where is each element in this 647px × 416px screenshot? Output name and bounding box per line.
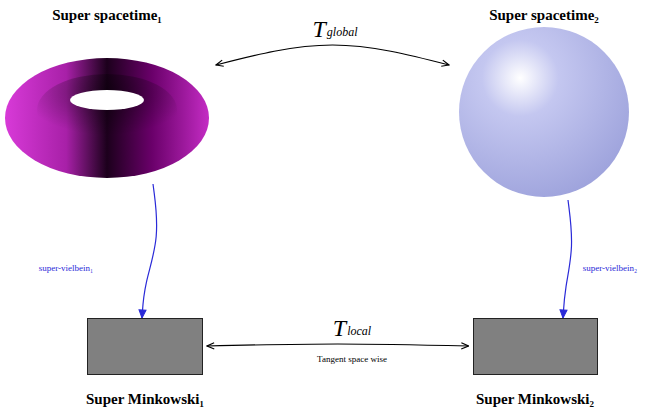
note-text: Tangent space wise — [317, 354, 387, 365]
transform-arrow — [216, 45, 449, 65]
node-heading: Super spacetime₂ — [449, 6, 639, 24]
transform-label: Tglobal — [312, 14, 357, 41]
torus-body — [5, 58, 209, 178]
minkowski-box: Super Minkowski₂ — [469, 318, 602, 410]
map-label: super-vielbein₂ — [583, 263, 637, 274]
torus-surface-shape — [0, 2, 216, 184]
torus-hole — [70, 90, 144, 110]
sphere-body — [459, 27, 629, 197]
torus-surface: Super spacetime₁ — [0, 2, 216, 184]
map-label: super-vielbein₁ — [39, 263, 93, 274]
node-heading: Super Minkowski₁ — [83, 390, 207, 408]
node-heading: Super spacetime₁ — [0, 6, 216, 24]
minkowski-rect — [473, 319, 597, 375]
sphere-surface-shape — [449, 2, 639, 200]
sphere-surface: Super spacetime₂ — [449, 2, 639, 200]
node-heading: Super Minkowski₂ — [469, 390, 602, 408]
vielbein-arrow — [563, 200, 572, 318]
torus-shading — [37, 74, 177, 146]
minkowski-rect — [88, 319, 203, 375]
vielbein-arrow — [142, 184, 157, 318]
minkowski-box: Super Minkowski₁ — [83, 318, 207, 410]
transform-arrow — [207, 344, 469, 346]
transform-label: Tlocal — [333, 313, 371, 340]
